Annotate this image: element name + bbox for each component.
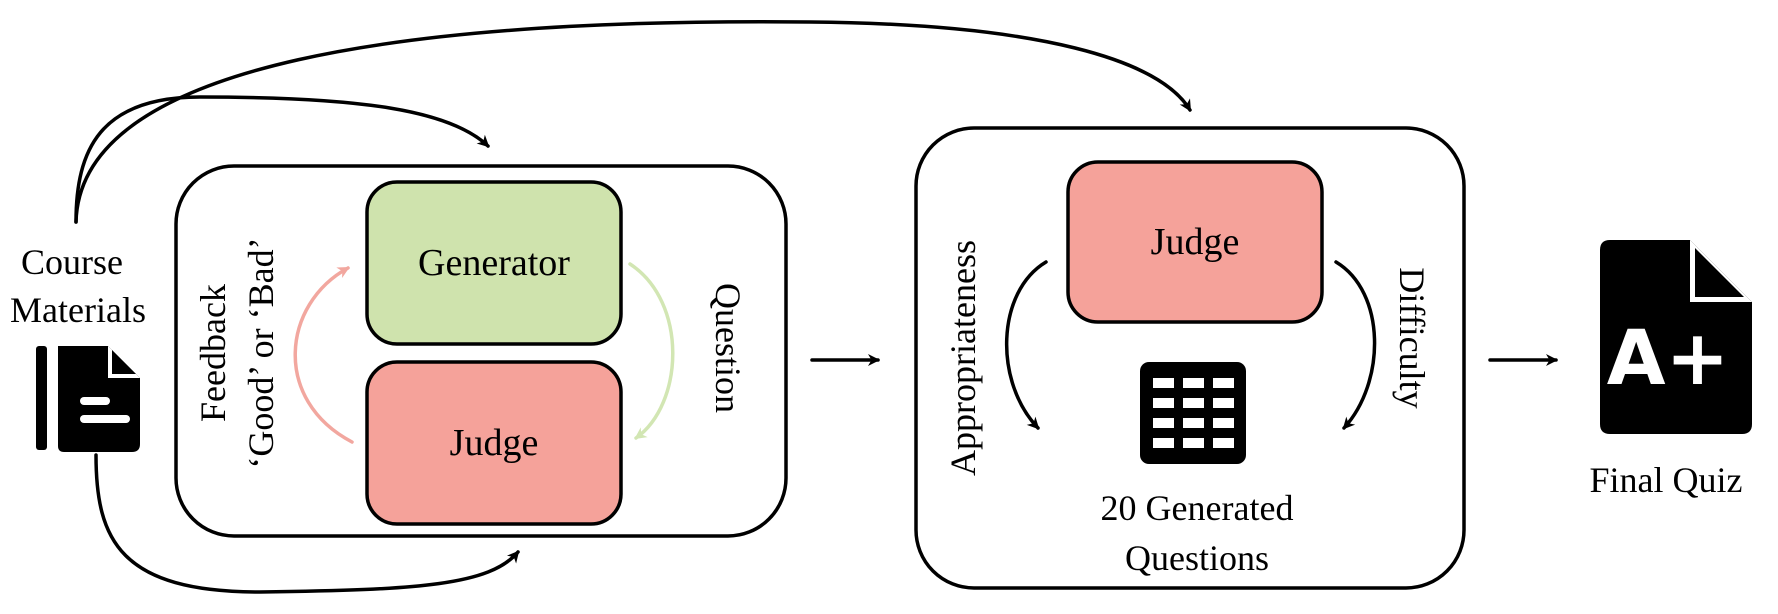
generated-questions-label-line1: 20 Generated <box>1101 488 1294 528</box>
grid-table-icon <box>1140 362 1246 464</box>
arrow-course-to-stage1-bottom <box>94 453 520 594</box>
difficulty-label: Difficulty <box>1392 267 1432 408</box>
generator-label: Generator <box>418 242 570 284</box>
graded-document-icon: A+ <box>1600 240 1752 434</box>
appropriateness-label: Appropriateness <box>943 240 983 476</box>
arrow-course-to-stage2 <box>74 20 1192 224</box>
stage2-judge-label: Judge <box>1151 221 1240 263</box>
document-icon <box>36 346 140 452</box>
generation-loop-frame <box>174 164 788 538</box>
question-arrow <box>628 262 675 440</box>
appropriateness-arrow <box>1004 260 1048 430</box>
evaluation-frame <box>914 126 1466 590</box>
final-quiz-label: Final Quiz <box>1590 460 1743 500</box>
stage1-judge-box <box>365 360 623 526</box>
course-materials-label-line2: Materials <box>10 290 146 330</box>
arrow-course-to-stage1-top <box>74 95 490 224</box>
grade-text: A+ <box>1607 313 1730 402</box>
feedback-arrow <box>293 266 354 444</box>
difficulty-arrow <box>1334 260 1377 430</box>
stage1-judge-label: Judge <box>450 422 539 464</box>
feedback-label-line2: ‘Good’ or ‘Bad’ <box>241 237 281 468</box>
question-label: Question <box>708 283 748 413</box>
generated-questions-label-line2: Questions <box>1125 538 1269 578</box>
feedback-label-line1: Feedback <box>193 284 233 422</box>
course-materials-label-line1: Course <box>21 242 123 282</box>
generator-box <box>365 180 623 346</box>
stage2-judge-box <box>1066 160 1324 324</box>
